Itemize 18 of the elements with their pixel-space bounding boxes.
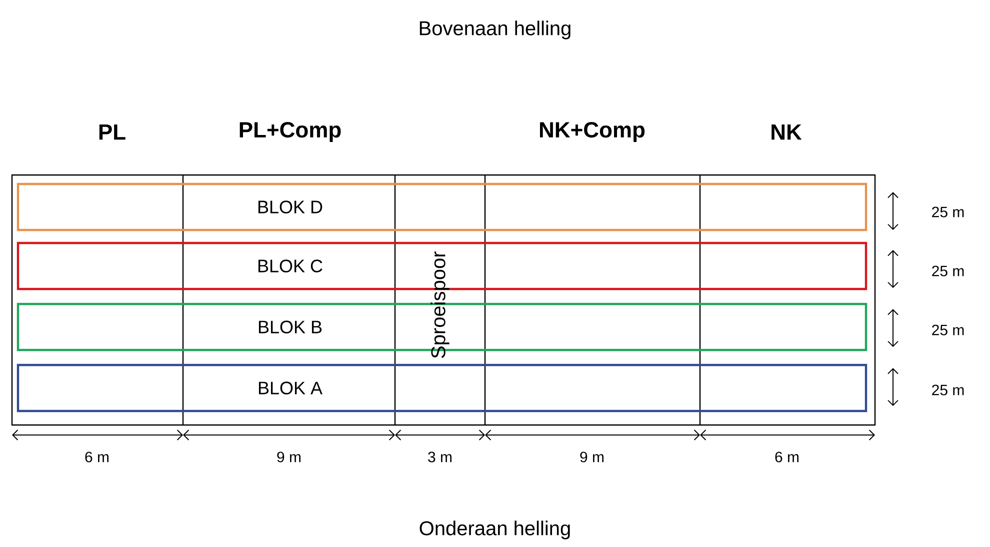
column-heading: PL <box>99 124 126 140</box>
block-box: BLOK A <box>16 364 868 412</box>
dimension-label: 25 m <box>932 206 964 218</box>
dimension-label: 3 m <box>428 452 452 462</box>
dimension-label: 9 m <box>580 452 604 462</box>
column-heading: NK+Comp <box>540 122 645 142</box>
track-label: Sproeispoor <box>430 251 450 358</box>
column-heading: NK <box>772 124 802 140</box>
dimension-label: 6 m <box>775 452 798 462</box>
slope-label: Bovenaan helling <box>420 20 570 40</box>
dimension-label: 25 m <box>932 324 964 336</box>
slope-label: Onderaan helling <box>420 520 570 540</box>
dimension-label: 6 m <box>85 452 108 462</box>
dimension-label: 9 m <box>277 452 300 462</box>
column-heading: PL+Comp <box>240 122 341 142</box>
dimension-label: 25 m <box>932 266 964 276</box>
dimension-label: 25 m <box>932 384 964 396</box>
block-box: BLOK D <box>16 182 868 232</box>
